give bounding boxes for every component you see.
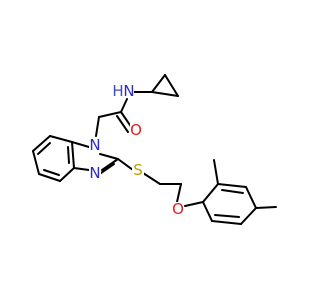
atom-symbol-s: S — [133, 161, 143, 179]
atom-label-amide-n: N — [123, 82, 135, 100]
atom-label-carbonyl-o: O — [130, 121, 142, 139]
atom-symbol-h: H — [112, 82, 123, 100]
thioethyl-linker — [117, 158, 182, 203]
atom-label-imidazole-n3: N — [89, 164, 101, 182]
atom-symbol-o: O — [130, 121, 142, 139]
molecule-canvas: H N O N N S O — [32, 74, 277, 225]
dimethylphenyl-ring — [184, 159, 277, 225]
molecule-structure: H N O N N S O — [32, 74, 277, 225]
atom-label-ether-o: O — [172, 200, 184, 218]
atom-label-amide-h: H — [112, 82, 123, 100]
atom-symbol-o: O — [172, 200, 184, 218]
atom-symbol-n: N — [89, 136, 100, 154]
atom-label-thioether-s: S — [132, 161, 144, 179]
amide-group — [95, 91, 153, 137]
benzimidazole-ring — [32, 135, 119, 182]
atom-symbol-n: N — [89, 164, 100, 182]
cyclopropyl-ring — [151, 74, 179, 97]
atom-symbol-n: N — [123, 82, 134, 100]
atom-label-imidazole-n1: N — [89, 136, 101, 154]
